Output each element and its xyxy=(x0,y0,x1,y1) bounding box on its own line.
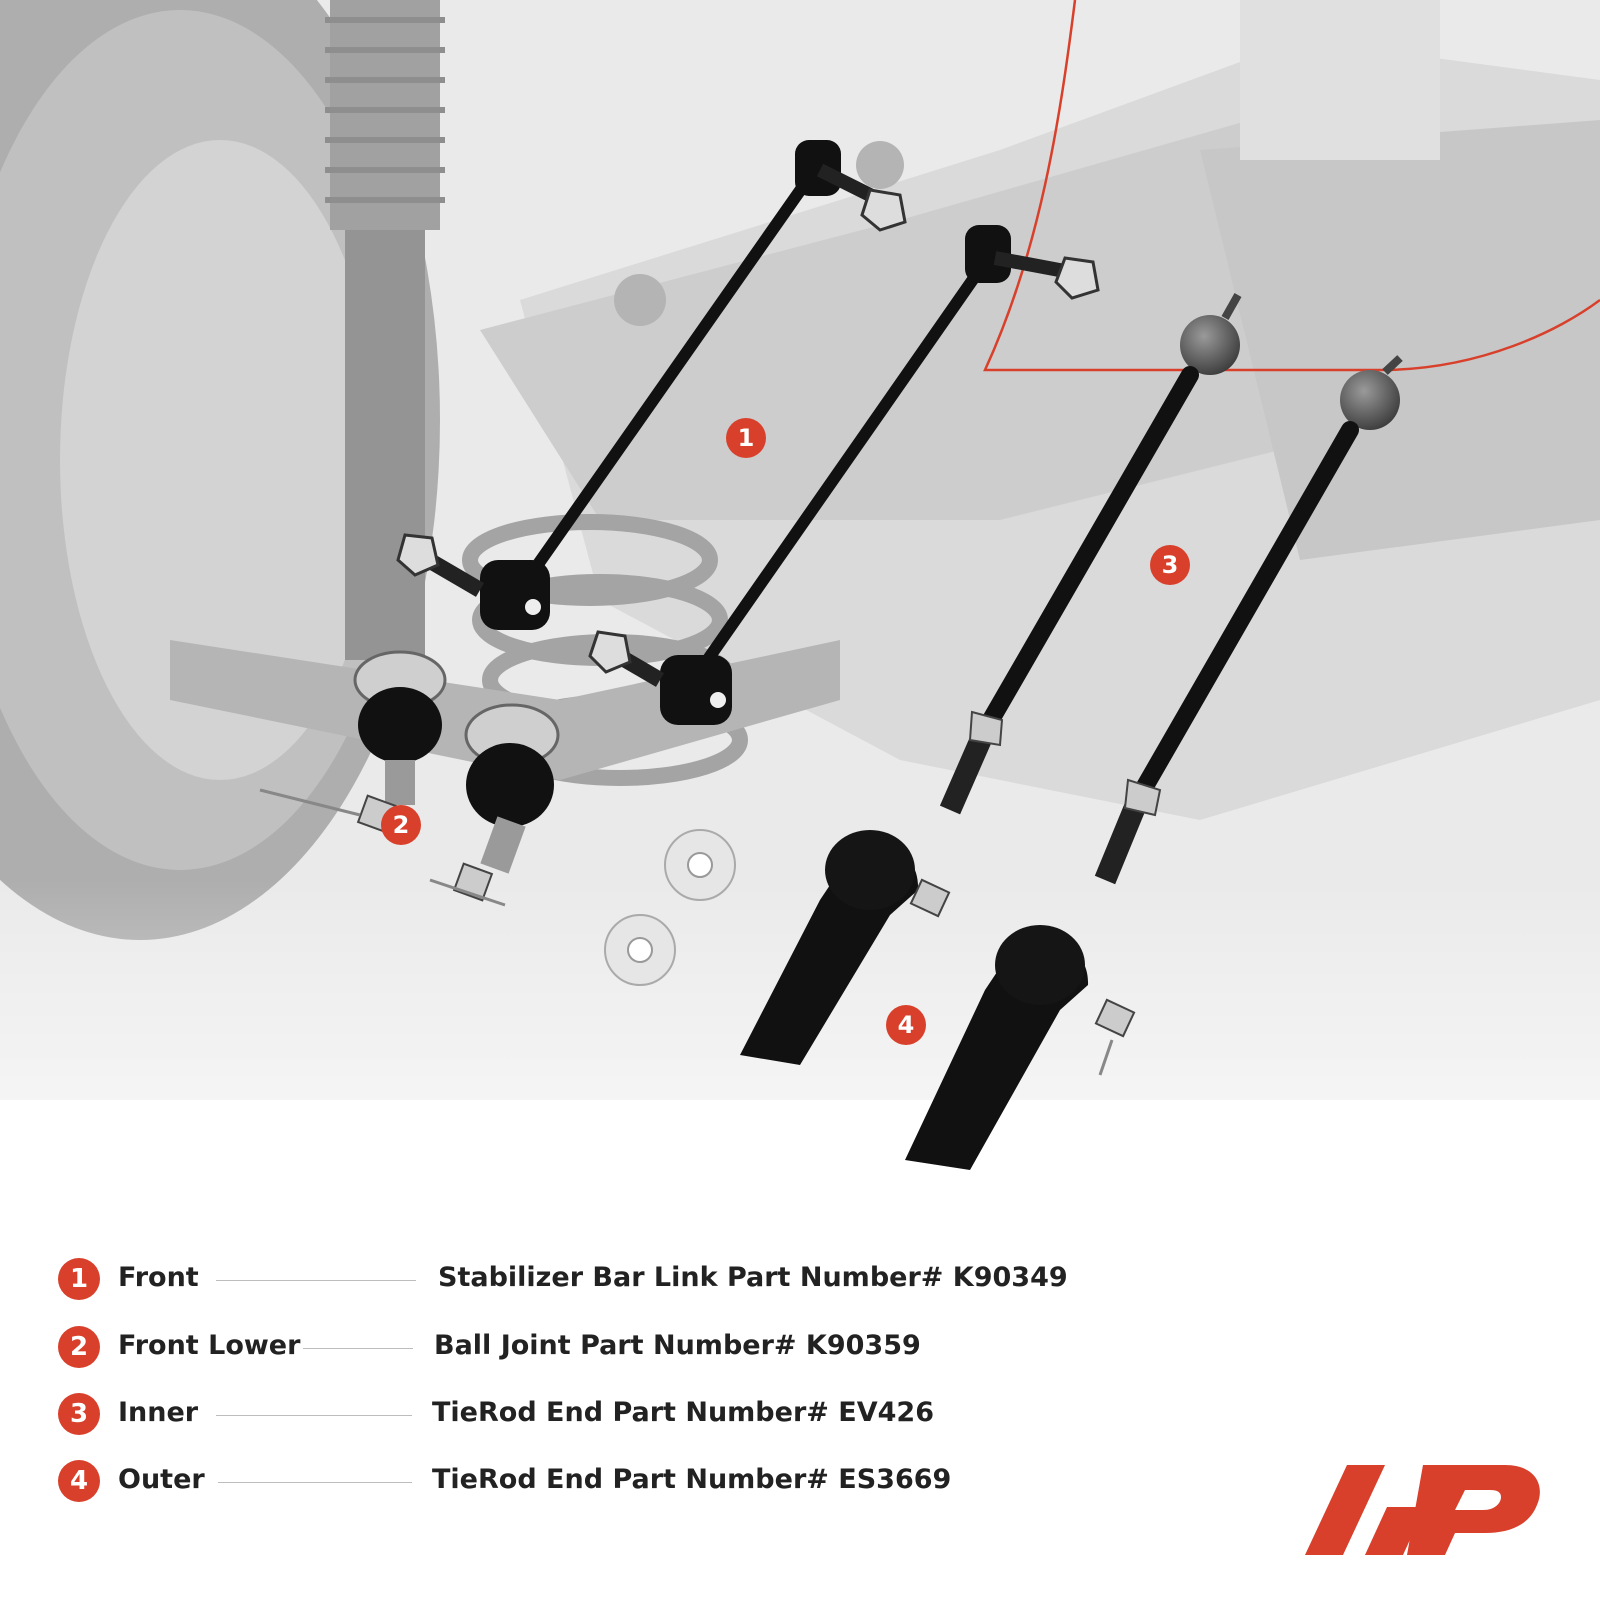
legend-position: Outer xyxy=(118,1464,205,1495)
legend-number-badge: 3 xyxy=(58,1393,100,1435)
legend-row: 1 Front Stabilizer Bar Link Part Number#… xyxy=(58,1258,1068,1302)
legend-divider xyxy=(218,1482,412,1483)
callout-badge-3: 3 xyxy=(1150,545,1190,585)
zoom-highlight-outline xyxy=(983,0,1600,372)
legend-part-description: TieRod End Part Number# ES3669 xyxy=(432,1464,952,1495)
outer-tie-rod-end-2 xyxy=(905,925,1136,1170)
legend-number-badge: 4 xyxy=(58,1460,100,1502)
legend-row: 3 Inner TieRod End Part Number# EV426 xyxy=(58,1393,1058,1437)
legend-number-badge: 2 xyxy=(58,1326,100,1368)
stabilizer-bar-link-1 xyxy=(396,140,907,630)
legend-part-description: Stabilizer Bar Link Part Number# K90349 xyxy=(438,1262,1068,1293)
outer-tie-rod-end-1 xyxy=(740,830,951,1065)
a-premium-logo-icon xyxy=(1305,1465,1540,1555)
callout-badge-1: 1 xyxy=(726,418,766,458)
legend-divider xyxy=(216,1415,412,1416)
legend-position: Front xyxy=(118,1262,199,1293)
ball-joint-1 xyxy=(259,650,447,834)
callout-badge-4: 4 xyxy=(886,1005,926,1045)
inner-tie-rod-2 xyxy=(1094,355,1403,885)
legend-number-badge: 1 xyxy=(58,1258,100,1300)
ball-joint-2 xyxy=(429,703,560,907)
legend-row: 2 Front Lower Ball Joint Part Number# K9… xyxy=(58,1326,1058,1370)
legend-divider xyxy=(303,1348,413,1349)
legend-position: Front Lower xyxy=(118,1330,301,1361)
callout-badge-2: 2 xyxy=(381,805,421,845)
stabilizer-bar-link-2 xyxy=(588,225,1100,725)
legend-position: Inner xyxy=(118,1397,199,1428)
legend-divider xyxy=(216,1280,416,1281)
lock-washers xyxy=(604,829,736,986)
legend-part-description: TieRod End Part Number# EV426 xyxy=(432,1397,934,1428)
inner-tie-rod-1 xyxy=(939,293,1242,815)
legend-part-description: Ball Joint Part Number# K90359 xyxy=(434,1330,921,1361)
legend-row: 4 Outer TieRod End Part Number# ES3669 xyxy=(58,1460,1058,1504)
